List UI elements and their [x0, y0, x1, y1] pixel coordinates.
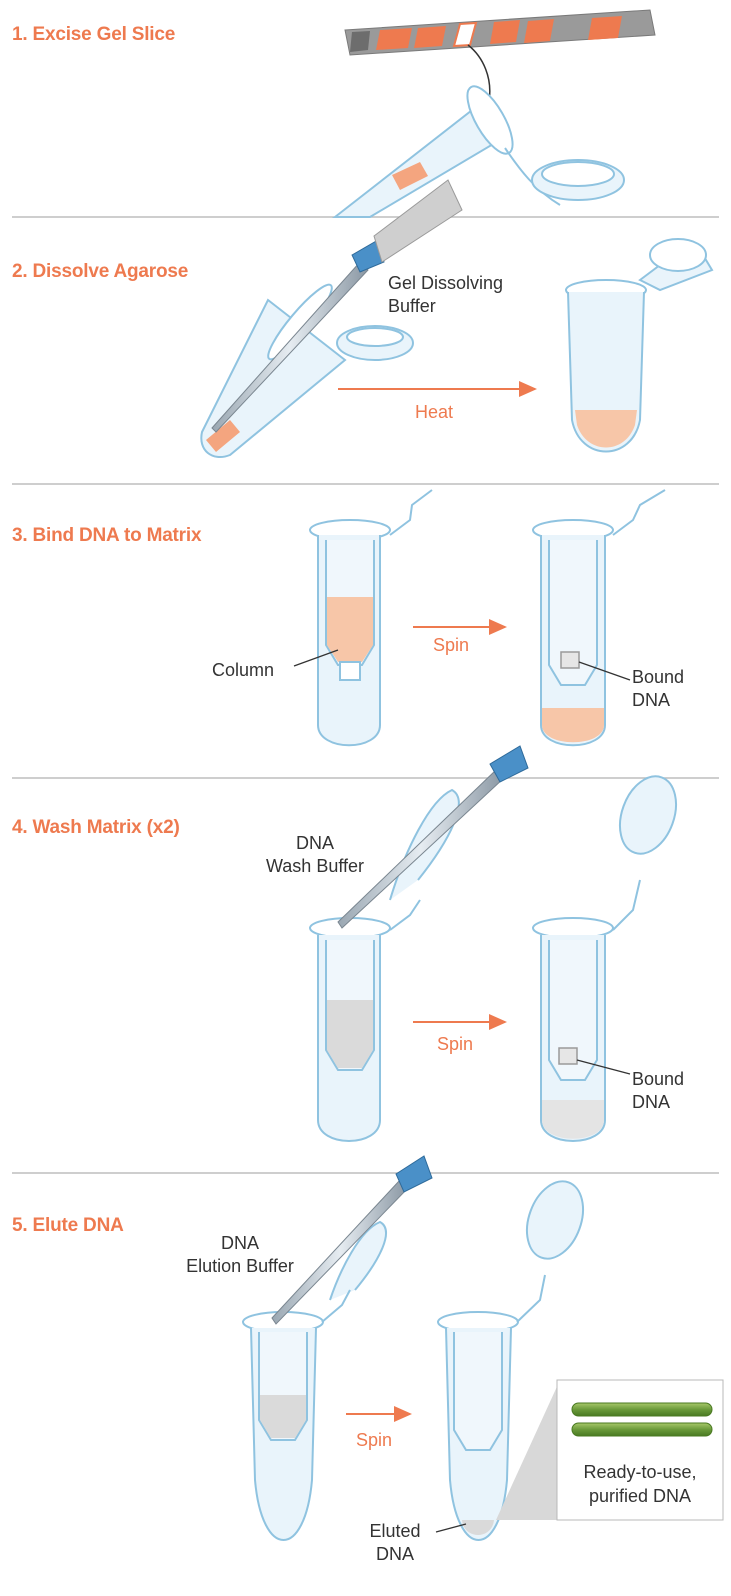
callout-line-1: Ready-to-use, — [557, 1460, 723, 1484]
eluted-dna-label: Eluted DNA — [350, 1520, 440, 1566]
step-2-title: 2. Dissolve Agarose — [12, 261, 188, 283]
reagent-line-1: DNA — [165, 1232, 315, 1255]
bound-dna-label-3: Bound DNA — [632, 666, 684, 712]
tilted-tube — [201, 279, 413, 457]
bound-line-2: DNA — [632, 689, 684, 712]
dna-rod-2 — [572, 1423, 712, 1436]
bound-line-2: DNA — [632, 1091, 684, 1114]
heat-label: Heat — [415, 402, 453, 423]
step-5-title: 5. Elute DNA — [12, 1215, 124, 1237]
step-4-title: 4. Wash Matrix (x2) — [12, 817, 180, 839]
eluted-line-1: Eluted — [350, 1520, 440, 1543]
column-label: Column — [212, 659, 274, 682]
column-tube-3a — [310, 490, 432, 745]
bound-line-1: Bound — [632, 1068, 684, 1091]
spin-label-4: Spin — [437, 1034, 473, 1055]
callout-text: Ready-to-use, purified DNA — [557, 1460, 723, 1508]
reagent-label-4: DNA Wash Buffer — [250, 832, 380, 878]
step-1-title: 1. Excise Gel Slice — [12, 24, 175, 46]
reagent-line-2: Buffer — [388, 295, 503, 318]
eluted-line-2: DNA — [350, 1543, 440, 1566]
reagent-line-1: Gel Dissolving — [388, 272, 503, 295]
bound-dna-label-4: Bound DNA — [632, 1068, 684, 1114]
reagent-label-2: Gel Dissolving Buffer — [388, 272, 503, 318]
dna-rod-1 — [572, 1403, 712, 1416]
tube-1 — [335, 80, 624, 217]
step-3-title: 3. Bind DNA to Matrix — [12, 525, 201, 547]
upright-tube-2 — [566, 239, 712, 452]
callout-line-2: purified DNA — [557, 1484, 723, 1508]
reagent-line-1: DNA — [250, 832, 380, 855]
bound-line-1: Bound — [632, 666, 684, 689]
reagent-line-2: Wash Buffer — [250, 855, 380, 878]
bound-dna-matrix — [561, 652, 579, 668]
reagent-line-2: Elution Buffer — [165, 1255, 315, 1278]
gel-strip — [345, 10, 655, 55]
reagent-label-5: DNA Elution Buffer — [165, 1232, 315, 1278]
bound-dna-matrix-4 — [559, 1048, 577, 1064]
spin-label-3: Spin — [433, 635, 469, 656]
spin-label-5: Spin — [356, 1430, 392, 1451]
